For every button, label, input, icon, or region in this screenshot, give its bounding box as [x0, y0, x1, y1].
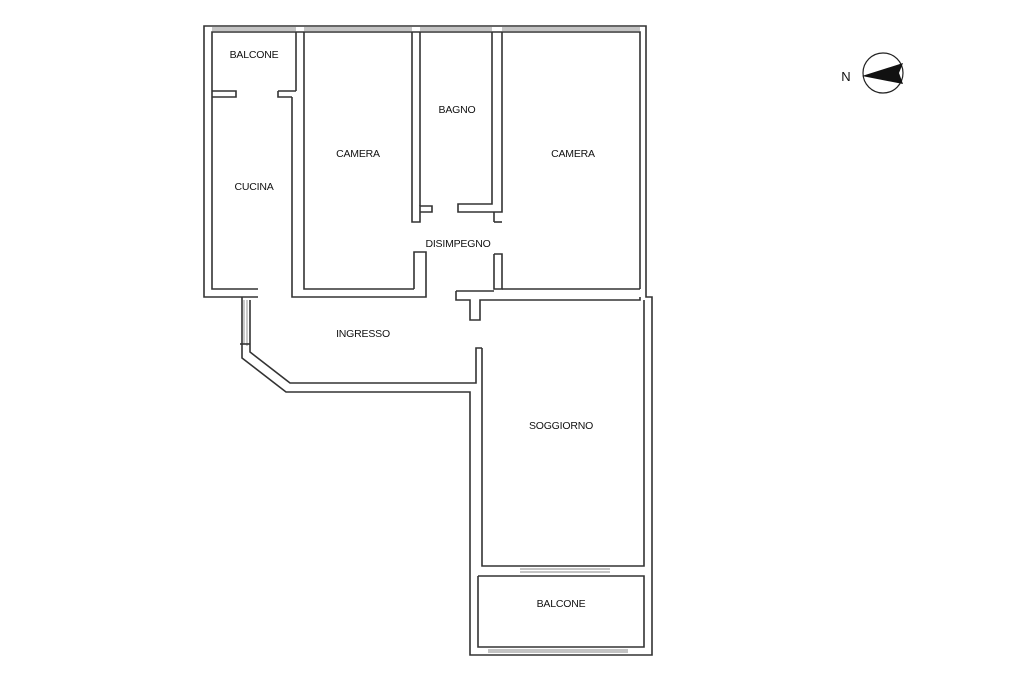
- compass-letter: N: [841, 69, 850, 84]
- north-arrow-icon: N: [841, 52, 904, 94]
- room-label-bagno: BAGNO: [439, 104, 476, 116]
- room-labels: BALCONE CUCINA CAMERA BAGNO CAMERA DISIM…: [230, 49, 596, 610]
- room-label-disimpegno: DISIMPEGNO: [425, 238, 490, 250]
- windows-top: [212, 27, 640, 31]
- balcone-cucina-partition: [212, 90, 296, 98]
- soggiorno-walls: [477, 300, 645, 648]
- room-label-ingresso: INGRESSO: [336, 328, 390, 340]
- room-label-camera-2: CAMERA: [551, 148, 595, 160]
- camera2-walls: [455, 212, 641, 321]
- bagno-walls: [411, 32, 503, 223]
- room-label-cucina: CUCINA: [234, 181, 273, 193]
- room-label-camera-1: CAMERA: [336, 148, 380, 160]
- outer-walls: [203, 25, 653, 656]
- room-label-soggiorno: SOGGIORNO: [529, 420, 593, 432]
- cucina-camera-wall: [291, 32, 427, 298]
- room-label-balcone-top: BALCONE: [230, 49, 279, 61]
- windows-bottom: [488, 568, 628, 653]
- room-label-balcone-bottom: BALCONE: [537, 598, 586, 610]
- entrance-door: [240, 300, 250, 346]
